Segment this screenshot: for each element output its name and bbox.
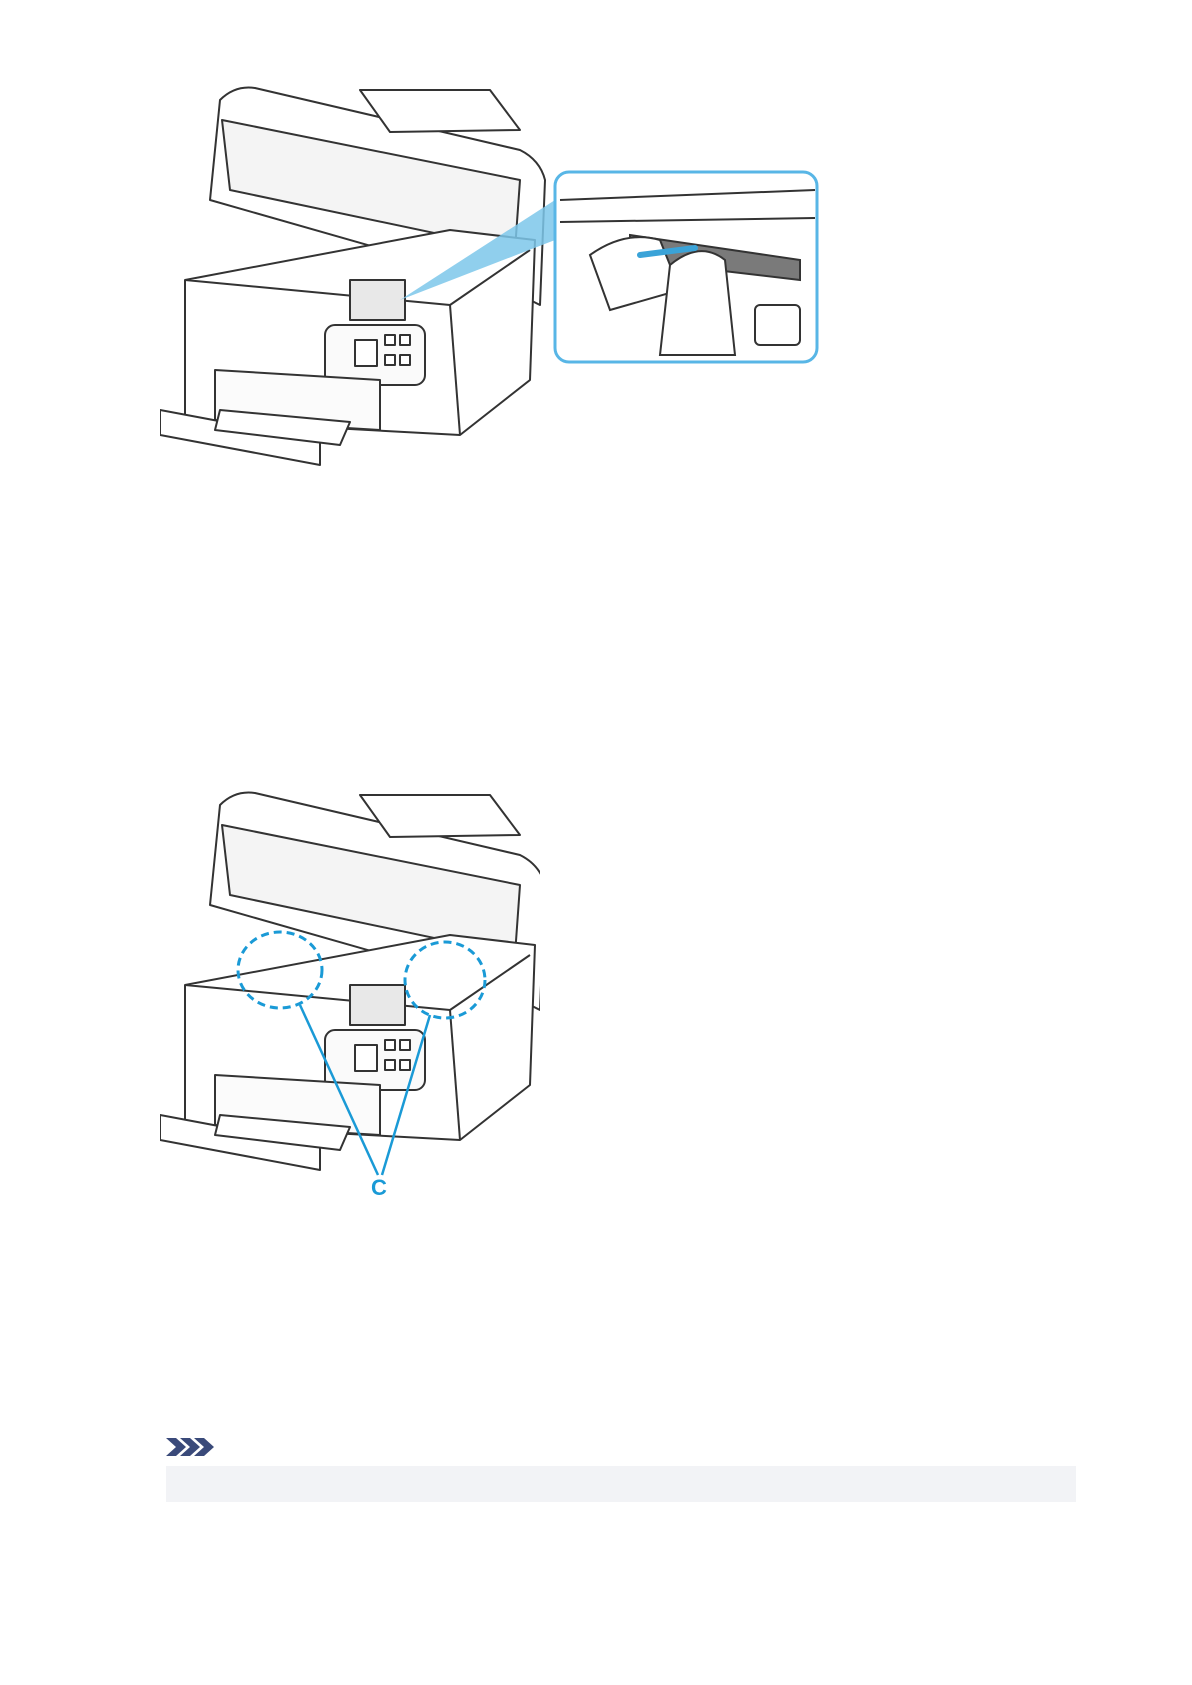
figure-check-paper-areas — [160, 755, 540, 1205]
printer-illustration — [160, 50, 895, 510]
note-chevron-icon — [166, 1436, 216, 1458]
callout-label-c: C — [371, 1175, 387, 1201]
note-box — [166, 1466, 1076, 1502]
printer-illustration-2 — [160, 755, 540, 1205]
figure-remove-jammed-paper — [160, 50, 895, 510]
